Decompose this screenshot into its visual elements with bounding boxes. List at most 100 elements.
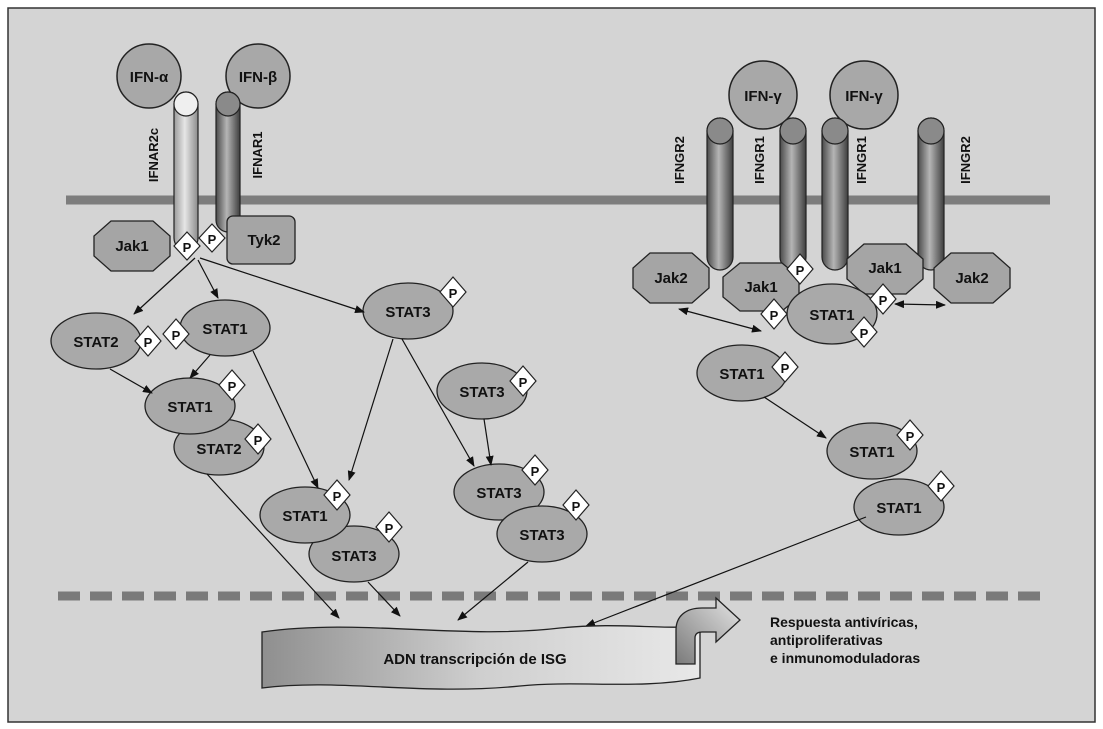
- phospho-ifnar1: P: [198, 223, 226, 253]
- svg-text:antiproliferativas: antiproliferativas: [770, 632, 883, 648]
- receptor-label-ifngr2-right: IFNGR2: [958, 136, 973, 184]
- pathway-arrows: [109, 257, 946, 627]
- svg-text:STAT1: STAT1: [202, 321, 247, 338]
- stat-stat1-free-type2: STAT1: [696, 344, 788, 402]
- svg-text:STAT2: STAT2: [196, 441, 241, 458]
- stat-dimer4-stat1-back: STAT1: [826, 422, 918, 480]
- receptor-label-ifngr2-left: IFNGR2: [672, 136, 687, 184]
- svg-text:P: P: [781, 361, 790, 376]
- svg-text:e inmunomoduladoras: e inmunomoduladoras: [770, 650, 920, 666]
- stat-stat1-free: STAT1: [179, 299, 271, 357]
- svg-text:P: P: [860, 326, 869, 341]
- ligand-ifn-gamma-1: IFN-γ: [728, 60, 798, 130]
- kinase-jak1-left: Jak1: [722, 262, 800, 312]
- svg-text:STAT2: STAT2: [73, 334, 118, 351]
- svg-text:P: P: [937, 480, 946, 495]
- svg-text:P: P: [519, 375, 528, 390]
- phospho-stat1-free: P: [162, 318, 190, 350]
- phospho-dimer1-stat2: P: [244, 423, 272, 455]
- ligand-ifn-beta: IFN-β: [225, 43, 291, 109]
- phospho-ifngr1-left: P: [786, 253, 814, 285]
- svg-text:P: P: [796, 263, 805, 278]
- phospho-dimer2-stat1: P: [323, 479, 351, 511]
- dna-banner: ADN transcripción de ISG: [261, 625, 701, 690]
- svg-text:P: P: [183, 240, 192, 255]
- svg-text:STAT1: STAT1: [876, 500, 921, 517]
- svg-text:P: P: [770, 308, 779, 323]
- stat-dimer2-stat3: STAT3: [308, 525, 400, 583]
- diagram-background: [7, 7, 1096, 723]
- phospho-dimer2-stat3: P: [375, 511, 403, 543]
- receptor-ifngr2-right: [917, 117, 945, 271]
- svg-text:Tyk2: Tyk2: [247, 232, 280, 249]
- svg-text:P: P: [172, 328, 181, 343]
- phospho-stat3-free-2: P: [509, 365, 537, 397]
- phospho-receptor-stat1-bottom: P: [850, 316, 878, 348]
- receptor-label-ifngr1-left: IFNGR1: [752, 136, 767, 184]
- svg-text:Jak1: Jak1: [868, 260, 901, 277]
- stat-dimer4-stat1-front: STAT1: [853, 478, 945, 536]
- svg-text:P: P: [879, 293, 888, 308]
- receptor-ifngr1-right: [821, 117, 849, 271]
- svg-text:Jak1: Jak1: [115, 238, 148, 255]
- phospho-dimer4-stat1-front: P: [927, 470, 955, 502]
- svg-text:P: P: [531, 464, 540, 479]
- svg-text:ADN transcripción de ISG: ADN transcripción de ISG: [383, 651, 566, 668]
- svg-text:STAT3: STAT3: [519, 527, 564, 544]
- svg-text:Respuesta antivíricas,: Respuesta antivíricas,: [770, 614, 918, 630]
- phospho-dimer3-stat3-back: P: [521, 454, 549, 486]
- svg-text:STAT1: STAT1: [719, 366, 764, 383]
- stat-stat3-free: STAT3: [362, 282, 454, 340]
- phospho-ifnar2c: P: [173, 231, 201, 261]
- kinase-tyk2: Tyk2: [226, 215, 296, 265]
- stat-dimer3-stat3-front: STAT3: [496, 505, 588, 563]
- phospho-stat1-free-type2: P: [771, 351, 799, 383]
- svg-text:Jak2: Jak2: [955, 270, 988, 287]
- svg-text:STAT1: STAT1: [167, 399, 212, 416]
- stat-dimer1-stat1: STAT1: [144, 377, 236, 435]
- svg-text:STAT1: STAT1: [809, 307, 854, 324]
- receptor-label-ifnar2c: IFNAR2c: [146, 128, 161, 182]
- response-text: Respuesta antivíricas, antiproliferativa…: [770, 614, 920, 666]
- stat-dimer3-stat3-back: STAT3: [453, 463, 545, 521]
- receptor-ifnar1: [215, 91, 241, 233]
- kinase-jak2-left: Jak2: [632, 252, 710, 304]
- svg-text:IFN-β: IFN-β: [239, 69, 277, 86]
- receptor-label-ifngr1-right: IFNGR1: [854, 136, 869, 184]
- receptor-label-ifnar1: IFNAR1: [250, 132, 265, 179]
- svg-text:P: P: [144, 335, 153, 350]
- svg-text:STAT3: STAT3: [459, 384, 504, 401]
- receptor-ifngr1-left: [779, 117, 807, 271]
- kinase-jak1-type1: Jak1: [93, 220, 171, 272]
- svg-text:Jak2: Jak2: [654, 270, 687, 287]
- svg-text:STAT1: STAT1: [849, 444, 894, 461]
- svg-text:P: P: [333, 489, 342, 504]
- phospho-dimer1-stat1: P: [218, 369, 246, 401]
- svg-text:STAT3: STAT3: [331, 548, 376, 565]
- stat-stat3-free-2: STAT3: [436, 362, 528, 420]
- svg-text:P: P: [208, 232, 217, 247]
- kinase-jak2-right: Jak2: [933, 252, 1011, 304]
- ligand-ifn-alpha: IFN-α: [116, 43, 182, 109]
- svg-text:P: P: [906, 429, 915, 444]
- svg-text:STAT3: STAT3: [476, 485, 521, 502]
- svg-text:IFN-γ: IFN-γ: [845, 88, 883, 105]
- svg-text:P: P: [385, 521, 394, 536]
- svg-text:IFN-γ: IFN-γ: [744, 88, 782, 105]
- phospho-stat3-free: P: [439, 276, 467, 308]
- phospho-receptor-stat1-right: P: [869, 283, 897, 315]
- phospho-dimer4-stat1-back: P: [896, 419, 924, 451]
- svg-text:P: P: [572, 499, 581, 514]
- response-arrow: [675, 596, 741, 665]
- stat-stat2-free: STAT2: [50, 312, 142, 370]
- svg-text:P: P: [228, 379, 237, 394]
- stat-dimer2-stat1: STAT1: [259, 486, 351, 544]
- svg-text:STAT3: STAT3: [385, 304, 430, 321]
- svg-text:P: P: [254, 433, 263, 448]
- ligand-ifn-gamma-2: IFN-γ: [829, 60, 899, 130]
- phospho-receptor-stat1-left: P: [760, 298, 788, 330]
- receptor-ifngr2-left: [706, 117, 734, 271]
- svg-text:P: P: [449, 286, 458, 301]
- kinase-jak1-right: Jak1: [846, 243, 924, 295]
